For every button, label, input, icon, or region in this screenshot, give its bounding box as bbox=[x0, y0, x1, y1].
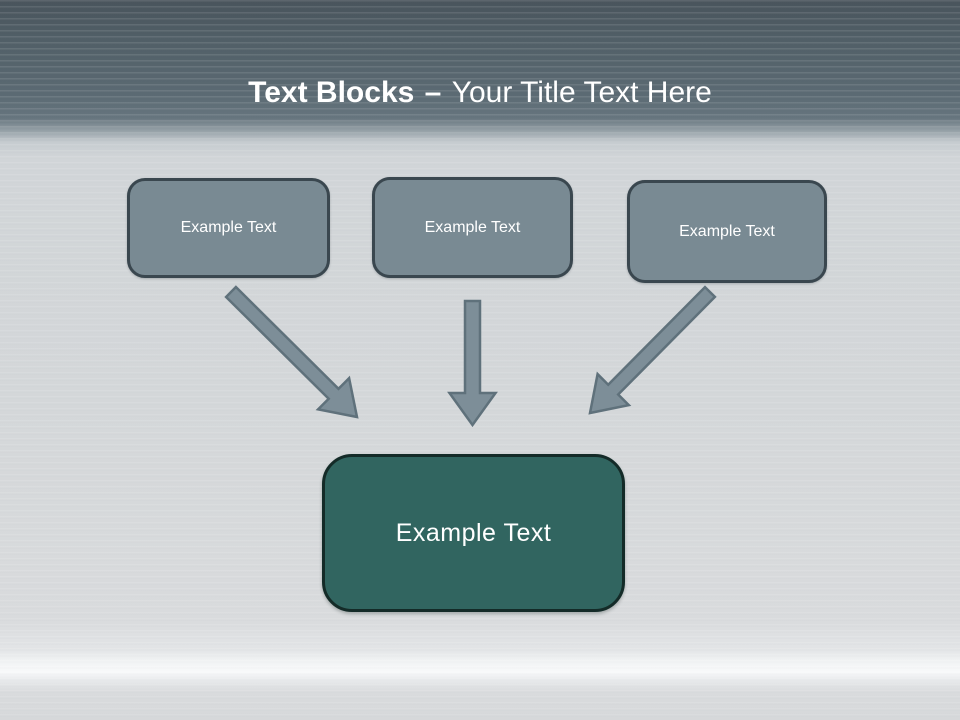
slide-title: Text Blocks – Your Title Text Here bbox=[0, 72, 960, 114]
text-block-2-label: Example Text bbox=[424, 218, 521, 236]
text-block-3-label: Example Text bbox=[679, 222, 775, 240]
slide-title-bold: Text Blocks bbox=[248, 76, 415, 110]
arrow-down-right-icon bbox=[224, 285, 359, 419]
target-text-block: Example Text bbox=[322, 454, 625, 612]
text-block-2: Example Text bbox=[372, 177, 573, 278]
target-text-block-label: Example Text bbox=[395, 518, 552, 547]
slide-title-dash: – bbox=[424, 76, 442, 110]
text-block-1-label: Example Text bbox=[180, 219, 277, 236]
arrow-down-left-icon bbox=[588, 285, 717, 415]
slide-title-regular: Your Title Text Here bbox=[451, 76, 712, 110]
text-block-3: Example Text bbox=[627, 180, 827, 283]
arrow-down-icon bbox=[447, 299, 498, 428]
text-block-1: Example Text bbox=[127, 178, 330, 278]
